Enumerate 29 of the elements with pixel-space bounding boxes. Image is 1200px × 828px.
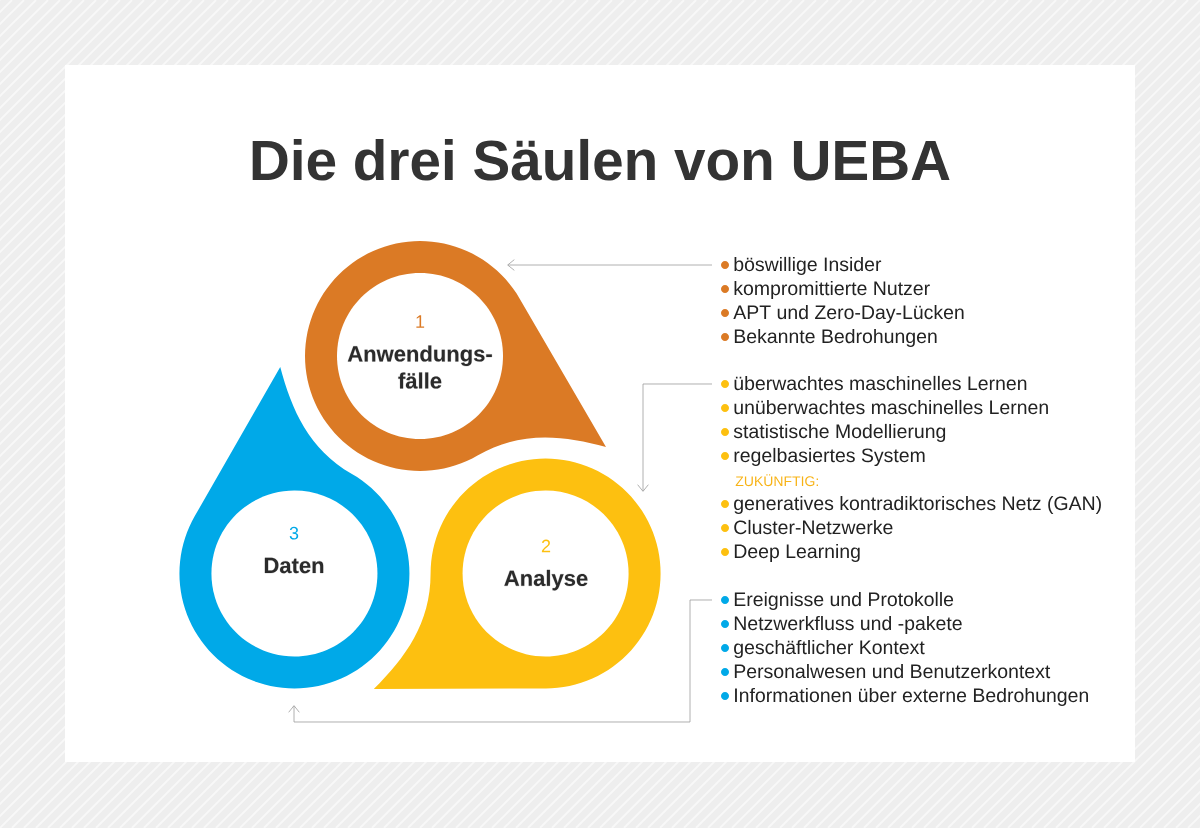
list-heading: ZUKÜNFTIG: [735,474,818,487]
connector-arrow [288,599,713,723]
list-item: geschäftlicher Kontext [734,639,925,659]
list-item: Bekannte Bedrohungen [734,328,937,348]
list-item: kompromittierte Nutzer [734,280,930,300]
list-item: statistische Modellierung [733,423,946,443]
list-item: unüberwachtes maschinelles Lernen [734,399,1048,415]
list-item: APT und Zero-Day-Lücken [733,304,964,324]
list-item: generatives kontradiktorisches Netz (GAN) [734,495,1101,515]
list-item: regelbasiertes System [734,447,925,467]
connector-arrow [507,259,713,271]
step-title: Anwendungs- fälle [347,345,492,389]
step-number: 1 [416,315,425,328]
list-item: böswillige Insider [734,256,882,276]
title: Die drei Säulen von UEBA [252,138,950,181]
list-item: Ereignisse und Protokolle [734,591,954,611]
step-number: 2 [541,539,551,553]
teardrop-ring [373,458,661,690]
list-item: Netzwerkfluss und -pakete [734,615,962,635]
list-item: Personalwesen und Benutzerkontext [734,663,1051,679]
list-item: Informationen über externe Bedrohungen [735,687,1088,707]
step-title: Daten [264,557,324,574]
connector-arrow [637,383,713,492]
step-title: Analyse [504,569,588,591]
list-item: Cluster-Netzwerke [734,519,893,535]
teardrop-ring [305,241,606,471]
list-item: überwachtes maschinelles Lernen [734,375,1027,391]
step-number: 3 [289,526,299,540]
list-item: Deep Learning [734,543,860,563]
